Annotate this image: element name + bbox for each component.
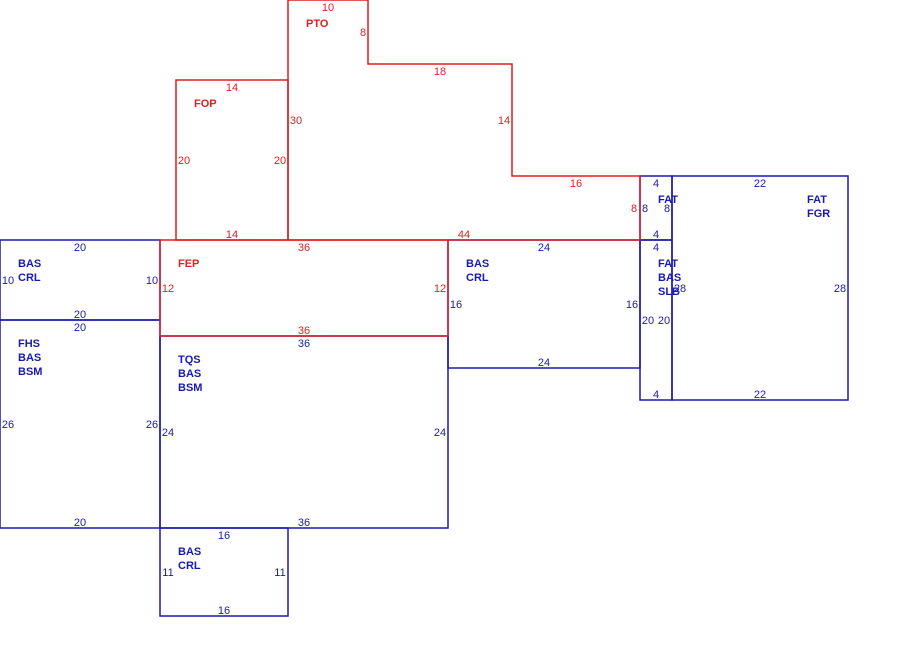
- bas-crl-left-label-1: BAS: [18, 258, 41, 270]
- fat-upper-dim-bottom: 4: [653, 229, 659, 241]
- bas-crl-left-label-2: CRL: [18, 272, 41, 284]
- fat-bas-slb-dim-top: 4: [653, 242, 659, 254]
- pto-dim-low-top: 16: [570, 178, 582, 190]
- bas-crl-right-dim-right: 16: [626, 299, 638, 311]
- fop-dim-top: 14: [226, 82, 238, 94]
- fep-dim-left: 12: [162, 283, 174, 295]
- fat-fgr-dim-bottom: 22: [754, 389, 766, 401]
- fep-dim-top: 36: [298, 242, 310, 254]
- pto-dim-mid-top: 18: [434, 66, 446, 78]
- fop-dim-right: 20: [274, 155, 286, 167]
- fhs-bas-bsm-dim-left: 26: [2, 419, 14, 431]
- fat-upper-label-1: FAT: [658, 194, 678, 206]
- bas-crl-bottom-label-1: BAS: [178, 546, 201, 558]
- tqs-bas-bsm-outline: [159, 335, 449, 529]
- fhs-bas-bsm-label-1: FHS: [18, 338, 40, 350]
- bas-crl-bottom-label-2: CRL: [178, 560, 201, 572]
- pto-outline: [287, 0, 641, 241]
- bas-crl-left-dim-right: 10: [146, 275, 158, 287]
- bas-crl-bottom-dim-right: 11: [274, 567, 285, 579]
- pto-label-1: PTO: [306, 18, 329, 30]
- fhs-bas-bsm-dim-right: 26: [146, 419, 158, 431]
- fop-label-1: FOP: [194, 98, 217, 110]
- fat-bas-slb-label-3: SLB: [658, 286, 680, 298]
- pto-dim-mid-right: 14: [498, 115, 510, 127]
- pto-dim-step-right: 8: [360, 27, 366, 39]
- bas-crl-right-label-2: CRL: [466, 272, 489, 284]
- bas-crl-right-dim-left: 16: [450, 299, 462, 311]
- fop-outline: [175, 79, 289, 241]
- bas-crl-left-dim-left: 10: [2, 275, 14, 287]
- tqs-bas-bsm-label-1: TQS: [178, 354, 201, 366]
- fat-fgr-label-1: FAT: [807, 194, 827, 206]
- fep-outline: [159, 239, 449, 337]
- fat-fgr-dim-right: 28: [834, 283, 846, 295]
- fhs-bas-bsm-label-3: BSM: [18, 366, 42, 378]
- fhs-bas-bsm-dim-top: 20: [74, 322, 86, 334]
- fat-bas-slb-dim-left: 20: [642, 315, 654, 327]
- bas-crl-bottom-dim-bottom: 16: [218, 605, 230, 617]
- fep-dim-bottom: 36: [298, 325, 310, 337]
- bas-crl-right-dim-bottom: 24: [538, 357, 550, 369]
- fat-upper-dim-left: 8: [642, 203, 648, 215]
- fat-bas-slb-label-2: BAS: [658, 272, 681, 284]
- fat-upper-dim-top: 4: [653, 178, 659, 190]
- pto-dim-left: 30: [290, 115, 302, 127]
- fat-upper-dim-right: 8: [664, 203, 670, 215]
- fat-bas-slb-dim-bottom: 4: [653, 389, 659, 401]
- tqs-bas-bsm-dim-left: 24: [162, 427, 174, 439]
- tqs-bas-bsm-dim-top: 36: [298, 338, 310, 350]
- tqs-bas-bsm-label-2: BAS: [178, 368, 201, 380]
- bas-crl-right-label-1: BAS: [466, 258, 489, 270]
- fat-bas-slb-label-1: FAT: [658, 258, 678, 270]
- fat-fgr-outline: [671, 175, 849, 401]
- tqs-bas-bsm-label-3: BSM: [178, 382, 202, 394]
- fop-dim-bottom: 14: [226, 229, 238, 241]
- fat-bas-slb-dim-right: 20: [658, 315, 670, 327]
- fat-fgr-dim-top: 22: [754, 178, 766, 190]
- bas-crl-bottom-dim-top: 16: [218, 530, 230, 542]
- fhs-bas-bsm-label-2: BAS: [18, 352, 41, 364]
- tqs-bas-bsm-dim-bottom: 36: [298, 517, 310, 529]
- pto-dim-bottom: 44: [458, 229, 470, 241]
- fep-label-1: FEP: [178, 258, 199, 270]
- bas-crl-left-dim-bottom: 20: [74, 309, 86, 321]
- pto-dim-top: 10: [322, 2, 334, 14]
- tqs-bas-bsm-dim-right: 24: [434, 427, 446, 439]
- bas-crl-left-dim-top: 20: [74, 242, 86, 254]
- fop-dim-left: 20: [178, 155, 190, 167]
- pto-dim-low-right: 8: [631, 203, 637, 215]
- bas-crl-bottom-outline: [159, 527, 289, 617]
- fep-dim-right: 12: [434, 283, 446, 295]
- bas-crl-bottom-dim-left: 11: [162, 567, 173, 579]
- fhs-bas-bsm-dim-bottom: 20: [74, 517, 86, 529]
- fat-fgr-dim-left: 28: [674, 283, 686, 295]
- bas-crl-right-dim-top: 24: [538, 242, 550, 254]
- fat-fgr-label-2: FGR: [807, 208, 830, 220]
